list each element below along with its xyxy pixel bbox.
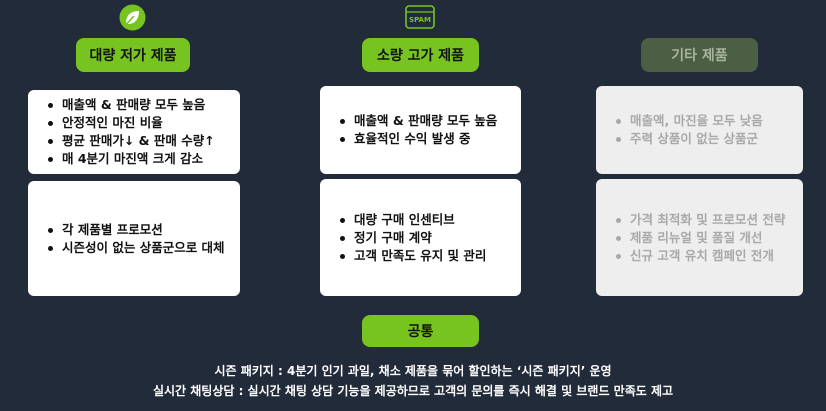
leaf-icon [119, 4, 146, 31]
bulk-analysis-card: 매출액 & 판매량 모두 높음 안정적인 마진 비율 평균 판매가↓ & 판매 … [28, 90, 240, 174]
list-item: 안정적인 마진 비율 [48, 114, 240, 132]
list-item: 매출액, 마진율 모두 낮음 [616, 112, 803, 130]
list-item: 효율적인 수익 발생 중 [340, 130, 521, 148]
list-item: 제품 리뉴얼 및 품질 개선 [616, 229, 803, 247]
list-item: 고객 만족도 유지 및 관리 [340, 247, 521, 265]
list-item: 매출액 & 판매량 모두 높음 [340, 112, 521, 130]
spam-can-label: SPAM [409, 16, 431, 24]
header-bulk-low-price: 대량 저가 제품 [76, 38, 190, 72]
list-item: 각 제품별 프로모션 [48, 221, 240, 239]
list-item: 주력 상품이 없는 상품군 [616, 130, 803, 148]
spam-can-icon: SPAM [405, 5, 435, 29]
common-line-live-chat: 실시간 채팅상담 : 실시간 채팅 상담 기능을 제공하므로 고객의 문의를 즉… [152, 384, 674, 398]
list-item: 대량 구매 인센티브 [340, 211, 521, 229]
list-item: 가격 최적화 및 프로모션 전략 [616, 211, 803, 229]
other-analysis-card: 매출액, 마진율 모두 낮음 주력 상품이 없는 상품군 [596, 86, 803, 174]
list-item: 시즌성이 없는 상품군으로 대체 [48, 239, 240, 257]
list-item: 신규 고객 유치 캠페인 전개 [616, 247, 803, 265]
other-strategy-card: 가격 최적화 및 프로모션 전략 제품 리뉴얼 및 품질 개선 신규 고객 유치… [596, 179, 803, 296]
header-common: 공통 [362, 315, 479, 347]
list-item: 매 4분기 마진액 크게 감소 [48, 150, 240, 168]
list-item: 평균 판매가↓ & 판매 수량↑ [48, 132, 240, 150]
header-other-products: 기타 제품 [641, 38, 758, 72]
header-small-high-price: 소량 고가 제품 [362, 38, 479, 72]
bulk-strategy-card: 각 제품별 프로모션 시즌성이 없는 상품군으로 대체 [28, 181, 240, 296]
list-item: 매출액 & 판매량 모두 높음 [48, 96, 240, 114]
small-analysis-card: 매출액 & 판매량 모두 높음 효율적인 수익 발생 중 [320, 86, 521, 174]
common-line-season-package: 시즌 패키지 : 4분기 인기 과일, 채소 제품을 묶어 할인하는 ‘시즌 패… [214, 364, 612, 378]
list-item: 정기 구매 계약 [340, 229, 521, 247]
small-strategy-card: 대량 구매 인센티브 정기 구매 계약 고객 만족도 유지 및 관리 [320, 179, 521, 296]
